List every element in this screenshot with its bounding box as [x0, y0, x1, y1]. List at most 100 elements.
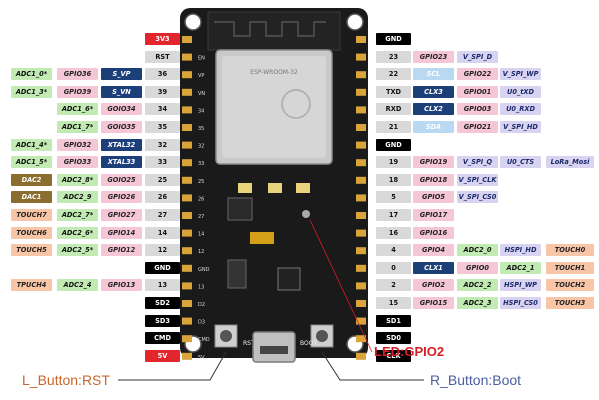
pin-label-right: 23 [376, 50, 411, 63]
pin-label-left: SD2 [145, 297, 180, 309]
pin-label-right: 5 [376, 191, 411, 204]
pin-label-left: 36 [145, 68, 180, 81]
function-label: ADC2_9 [57, 191, 98, 204]
silkscreen-label: 25 [198, 179, 204, 185]
header-pin-left [182, 229, 192, 237]
mounting-hole [184, 13, 202, 31]
pin-label-right: RXD [376, 103, 411, 116]
rst-silkscreen: RST [243, 340, 255, 347]
function-label: ADC2_2 [457, 279, 498, 292]
function-label: ADC2_6* [57, 226, 98, 239]
header-pin-right [356, 264, 366, 272]
boot-silkscreen: BOOT [300, 340, 317, 347]
pin-label-left: 25 [145, 173, 180, 186]
function-label: GPIO13 [101, 279, 142, 292]
silkscreen-label: 27 [198, 214, 204, 220]
led-indicator [302, 210, 310, 218]
left-button-annotation: L_Button:RST [22, 372, 110, 388]
pin-label-left: 26 [145, 191, 180, 204]
function-label: U0_CTS [500, 156, 541, 169]
header-pin-left [182, 88, 192, 96]
pin-label-left: 13 [145, 279, 180, 292]
smd-component [238, 183, 252, 193]
pin-label-right: GND [376, 138, 411, 151]
smd-component [296, 183, 310, 193]
header-pin-left [182, 300, 192, 307]
pin-label-right: 15 [376, 297, 411, 309]
header-pin-right [356, 159, 366, 167]
silkscreen-label: D2 [198, 302, 205, 308]
led-leader [309, 219, 373, 353]
header-pin-right [356, 229, 366, 237]
silkscreen-label: VP [198, 73, 204, 79]
function-label: HSPI_CS0 [500, 297, 541, 309]
silkscreen-label: 34 [198, 108, 204, 114]
header-pin-left [182, 176, 192, 184]
pin-label-left: 5V [145, 349, 180, 362]
silkscreen-label: EN [198, 56, 205, 62]
function-label: CLX2 [413, 103, 454, 116]
header-pin-right [356, 124, 366, 131]
function-label: TOUCH7 [11, 209, 52, 221]
header-pin-left [182, 247, 192, 255]
function-label: GPIO19 [413, 156, 454, 169]
boot-button-cap [316, 330, 328, 342]
pin-label-left: GND [145, 261, 180, 274]
function-label: ADC1_3* [11, 85, 52, 98]
pin-label-left: 35 [145, 121, 180, 133]
antenna-area [207, 11, 341, 51]
function-label: V_SPI_CS0 [457, 191, 498, 204]
pin-label-left: 12 [145, 244, 180, 257]
function-label: GPIO36 [57, 68, 98, 81]
function-label: GPIO4 [413, 244, 454, 257]
function-label: V_SPI_CLK [457, 173, 498, 186]
header-pin-left [182, 124, 192, 131]
mounting-hole [346, 13, 364, 31]
header-pin-left [182, 282, 192, 290]
pin-label-right: 21 [376, 121, 411, 133]
function-label: XTAL33 [101, 156, 142, 169]
function-label: XTAL32 [101, 138, 142, 151]
silkscreen-label: 12 [198, 249, 204, 255]
silkscreen-label: 32 [198, 144, 204, 150]
function-label: GPIO32 [57, 138, 98, 151]
pin-label-left: 33 [145, 156, 180, 169]
header-pin-left [182, 194, 192, 202]
pin-label-left: RST [145, 50, 180, 63]
header-pin-right [356, 106, 366, 114]
function-label: GPIO0 [457, 261, 498, 274]
pin-label-right: 4 [376, 244, 411, 257]
pin-label-right: GND [376, 33, 411, 45]
pin-label-right: TXD [376, 85, 411, 98]
pin-label-right: SD0 [376, 332, 411, 345]
function-label: ADC1_7* [57, 121, 98, 133]
silkscreen-label: CMD [198, 337, 210, 343]
right-button-annotation: R_Button:Boot [430, 372, 522, 388]
function-label: V_SPI_HD [500, 121, 541, 133]
pin-label-left: 14 [145, 226, 180, 239]
header-pin-left [182, 159, 192, 167]
header-pin-left [182, 317, 192, 325]
silkscreen-label: 13 [198, 284, 204, 290]
header-pin-left [182, 264, 192, 272]
pin-label-right: 19 [376, 156, 411, 169]
header-pin-right [356, 282, 366, 290]
pin-label-left: SD3 [145, 314, 180, 327]
header-pin-left [182, 36, 192, 43]
header-pin-right [356, 317, 366, 325]
function-label: ADC2_5* [57, 244, 98, 257]
pin-label-left: 32 [145, 138, 180, 151]
function-label: GPIO26 [101, 191, 142, 204]
function-label: GPIO12 [101, 244, 142, 257]
function-label: SDA [413, 121, 454, 133]
left-button-leader [118, 351, 227, 381]
pin-label-right: 22 [376, 68, 411, 81]
right-button-leader [321, 351, 424, 381]
function-label: CLX1 [413, 261, 454, 274]
function-label: GOIO35 [101, 121, 142, 133]
function-label: ADC1_5* [11, 156, 52, 169]
function-label: GPIO14 [101, 226, 142, 239]
wroom-module-face [222, 56, 326, 158]
function-label: S_VN [101, 85, 142, 98]
micro-usb-opening [260, 346, 288, 354]
